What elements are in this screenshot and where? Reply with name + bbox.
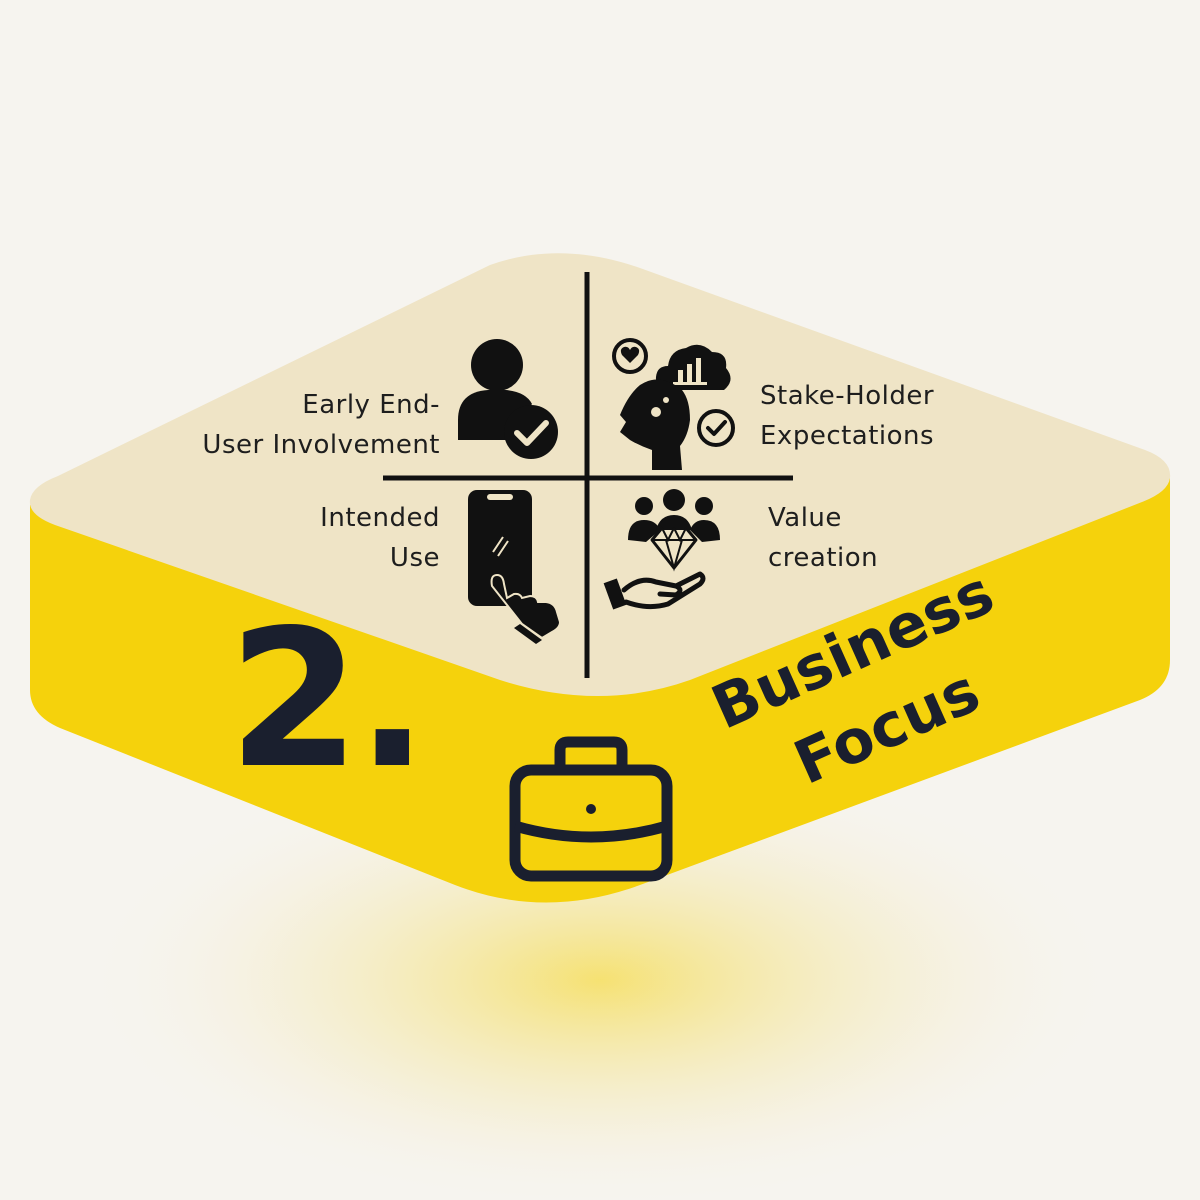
- label-line-1: Stake-Holder: [760, 381, 935, 411]
- briefcase-icon: [509, 736, 673, 882]
- slab-top-face: [29, 253, 1171, 696]
- label-line-2: Use: [389, 543, 440, 573]
- section-number: 2.: [228, 589, 428, 810]
- label-line-2: User Involvement: [202, 430, 440, 460]
- label-line-2: creation: [768, 543, 879, 573]
- label-intended-use: Intended Use: [320, 498, 440, 578]
- phone-tap-icon: [468, 490, 562, 644]
- label-line-2: Expectations: [760, 421, 935, 451]
- label-line-1: Intended: [320, 503, 440, 533]
- diamond-people-hand-icon: [603, 489, 720, 610]
- label-line-1: Early End-: [302, 390, 440, 420]
- label-value-creation: Value creation: [768, 498, 878, 578]
- user-check-icon: [458, 339, 558, 459]
- label-early-end-user-involvement: Early End- User Involvement: [202, 385, 440, 465]
- label-stake-holder-expectations: Stake-Holder Expectations: [760, 376, 934, 456]
- label-line-1: Value: [768, 503, 842, 533]
- glow-shadow: [80, 750, 1120, 1200]
- head-thought-check-icon: [612, 338, 735, 470]
